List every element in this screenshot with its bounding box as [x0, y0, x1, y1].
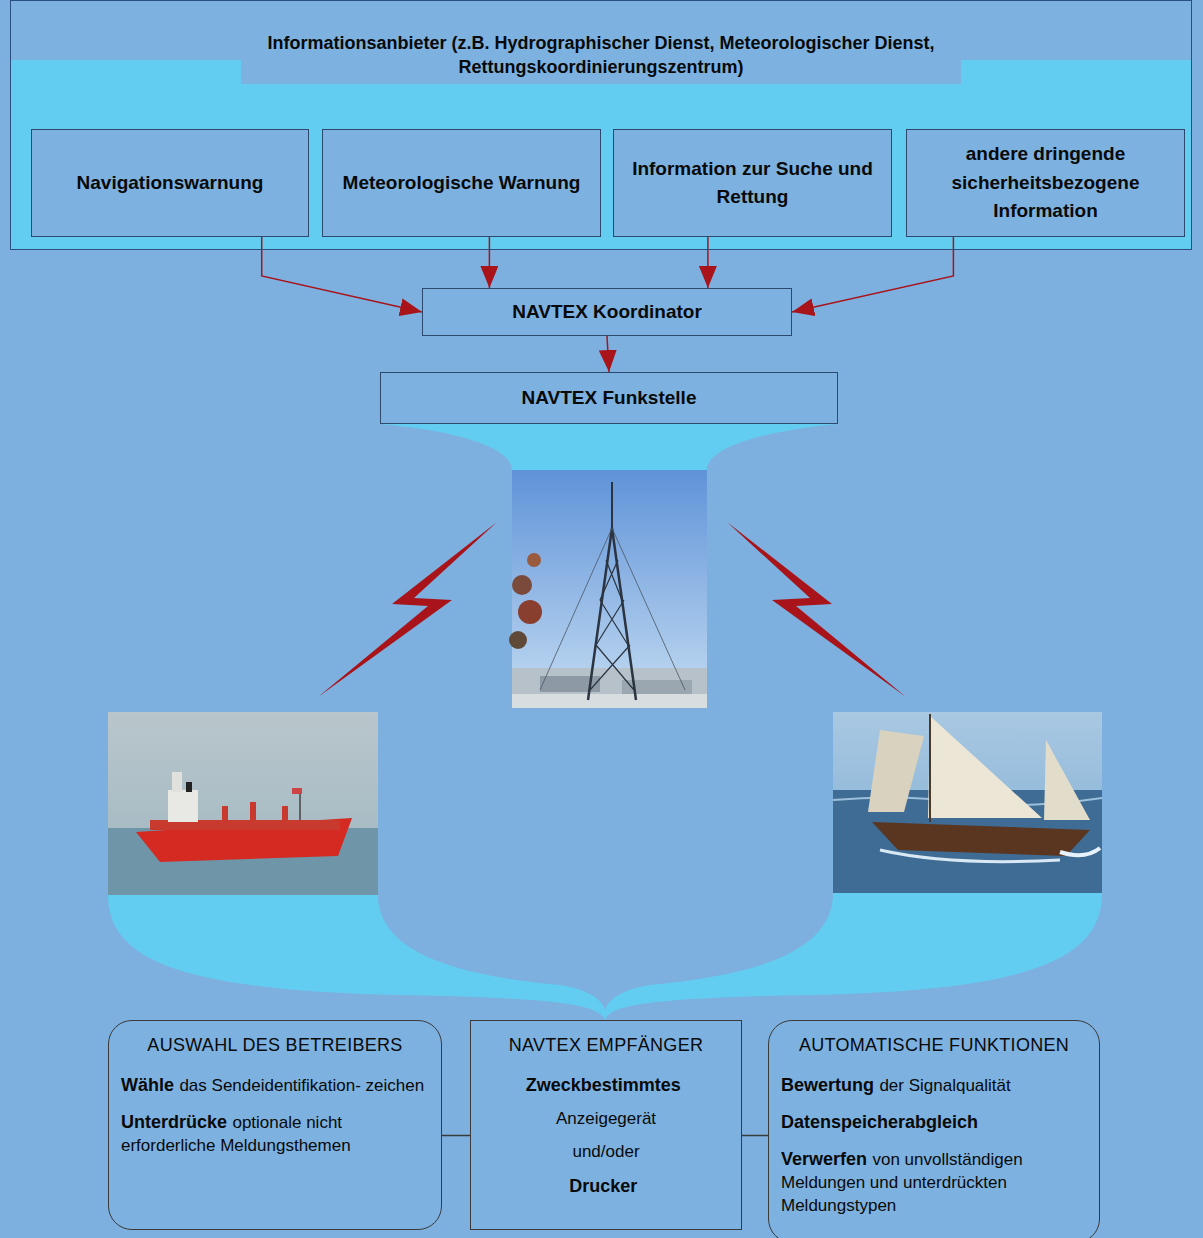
text-row: Informationsanbieter (z.B. Hydrographisc… [241, 27, 961, 84]
coordinator-box: NAVTEX Koordinator [422, 288, 792, 336]
text-row: Drucker [483, 1174, 729, 1199]
sailboat-photo [833, 712, 1102, 893]
receiver-box: NAVTEX EMPFÄNGER ZweckbestimmtesAnzeigege… [470, 1020, 742, 1230]
automatic-box: AUTOMATISCHE FUNKTIONEN Bewertung der Sign… [768, 1020, 1100, 1238]
lightning-bolt [727, 522, 906, 697]
node-text: NAVTEX Koordinator [512, 301, 702, 322]
node-text: NAVTEX EMPFÄNGER [509, 1035, 704, 1055]
node-text: Information zur Suche und Rettung [632, 158, 873, 208]
text-row: Anzeigegerät [483, 1108, 729, 1131]
text-row: Bewertung der Signalqualität [781, 1073, 1087, 1098]
connector-line [442, 1135, 470, 1137]
text-row: andere dringende sicherheitsbezogene Inf… [917, 140, 1174, 226]
node-text: Meteorologische Warnung [343, 172, 581, 193]
text-row: Wähle das Sendeidentifikation- zeichen [121, 1073, 429, 1098]
bold-text: Unterdrücke [121, 1112, 227, 1132]
text-row: AUSWAHL DES BETREIBERS [121, 1033, 429, 1057]
provider-band: Informationsanbieter (z.B. Hydrographisc… [10, 0, 1192, 250]
connector-arrow [707, 237, 709, 288]
text-row: Navigationswarnung [77, 169, 264, 198]
bold-text: Verwerfen [781, 1149, 867, 1169]
band-fill [10, 0, 1192, 250]
lightning-bolt [318, 522, 497, 697]
text-row: AUTOMATISCHE FUNKTIONEN [781, 1033, 1087, 1057]
message-box: andere dringende sicherheitsbezogene Inf… [906, 129, 1185, 237]
connector-arrow [489, 237, 491, 288]
text-row: NAVTEX Koordinator [512, 298, 702, 327]
text-row: Verwerfenvon unvollständigen Meldungen u… [781, 1147, 1087, 1218]
node-text: Informationsanbieter (z.B. Hydrographisc… [267, 33, 934, 77]
bold-text: Bewertung [781, 1075, 874, 1095]
text-row: Unterdrückeoptionale nicht erforderliche… [121, 1110, 429, 1158]
node-text: der Signalqualität [879, 1076, 1010, 1095]
text-row: Information zur Suche und Rettung [624, 155, 881, 212]
text-row: Meteorologische Warnung [343, 169, 581, 198]
text-row: NAVTEX Funkstelle [522, 384, 697, 413]
tower-photo [509, 470, 707, 708]
text-row: Datenspeicherabgleich [781, 1110, 1087, 1135]
node-text: Anzeigegerät [556, 1109, 656, 1128]
node-text: NAVTEX Funkstelle [522, 387, 697, 408]
node-text: Navigationswarnung [77, 172, 264, 193]
node-text: und/oder [572, 1142, 639, 1161]
bold-text: Drucker [569, 1176, 637, 1196]
message-box: Meteorologische Warnung [322, 129, 601, 237]
message-box: Navigationswarnung [31, 129, 309, 237]
receive-funnel [108, 893, 1102, 1020]
connector-arrow [607, 336, 609, 372]
connector-line [742, 1135, 768, 1137]
bold-text: Zweckbestimmtes [526, 1075, 681, 1095]
tanker-photo [108, 712, 378, 895]
message-box: Information zur Suche und Rettung [613, 129, 892, 237]
text-row: Zweckbestimmtes [483, 1073, 729, 1098]
node-text: andere dringende sicherheitsbezogene Inf… [952, 143, 1140, 221]
bold-text: Datenspeicherabgleich [781, 1112, 978, 1132]
bold-text: Wähle [121, 1075, 174, 1095]
station-box: NAVTEX Funkstelle [380, 372, 838, 424]
connector-arrow [792, 237, 953, 312]
text-row: NAVTEX EMPFÄNGER [483, 1033, 729, 1057]
text-row: und/oder [483, 1141, 729, 1164]
node-text: das Sendeidentifikation- zeichen [179, 1076, 424, 1095]
node-text: AUTOMATISCHE FUNKTIONEN [799, 1035, 1069, 1055]
operator-box: AUSWAHL DES BETREIBERS Wähle das Sendeiden… [108, 1020, 442, 1230]
node-text: AUSWAHL DES BETREIBERS [147, 1035, 402, 1055]
connector-arrow [262, 237, 422, 312]
beam-funnel [380, 424, 838, 470]
